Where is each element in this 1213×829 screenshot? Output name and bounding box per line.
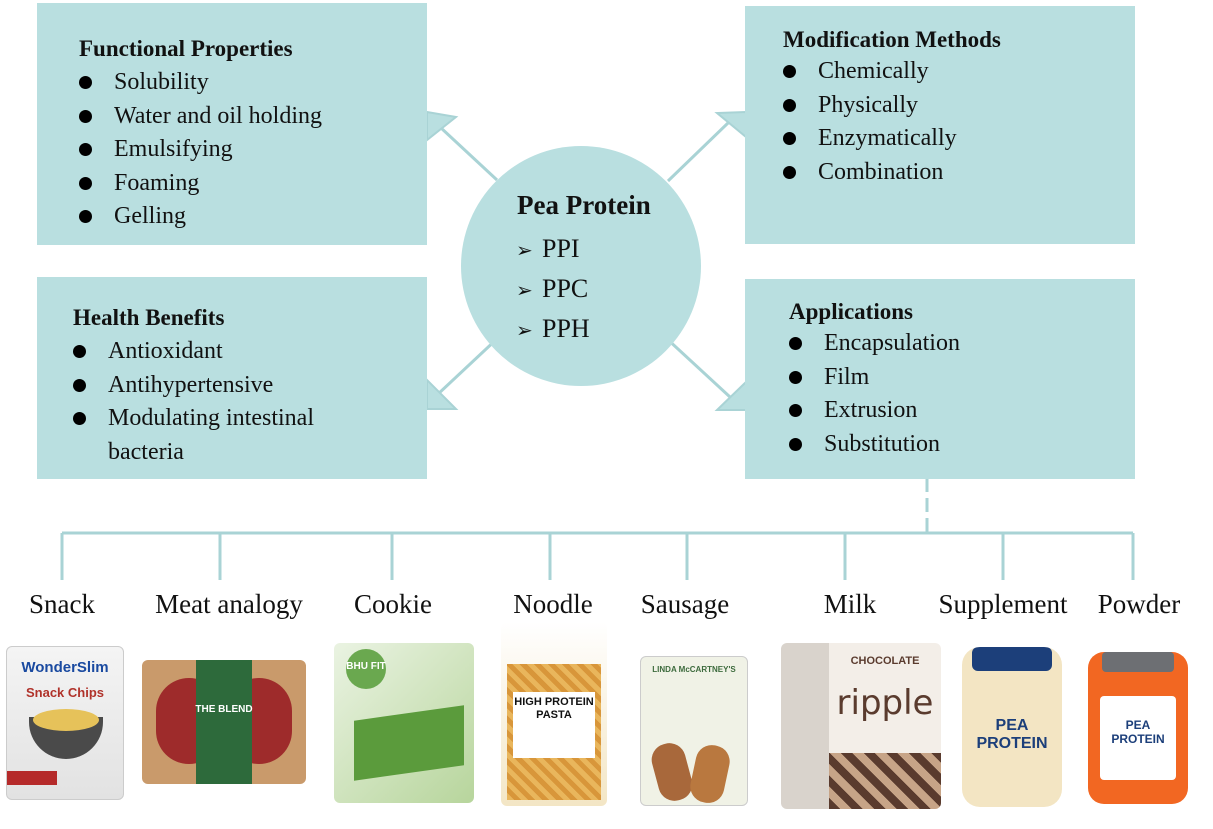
connector-functional <box>438 125 499 182</box>
category-label-noodle: Noodle <box>513 589 593 619</box>
list-item: Enzymatically <box>783 122 1135 156</box>
bullet-icon <box>79 210 92 223</box>
arrow-bullet-icon: ➢ <box>516 320 533 342</box>
category-label-powder: Powder <box>1097 589 1181 619</box>
powder-product-image: PEA PROTEIN <box>1088 652 1188 804</box>
bullet-icon <box>783 65 796 78</box>
list-item: Antioxidant <box>73 335 427 369</box>
bullet-icon <box>783 132 796 145</box>
arrow-bullet-icon: ➢ <box>516 280 533 302</box>
list-item: ➢PPI <box>516 230 590 270</box>
bullet-icon <box>783 98 796 112</box>
list-item: Foaming <box>79 167 427 201</box>
category-label-milk: Milk <box>823 589 877 619</box>
bullet-icon <box>789 404 802 417</box>
list-item: Gelling <box>79 200 427 234</box>
applications-title: Applications <box>789 299 913 324</box>
arrowhead-applications <box>714 379 747 411</box>
connector-health <box>435 334 502 397</box>
cookie-product-image: BHU FIT <box>334 643 474 803</box>
list-item: Solubility <box>79 66 427 100</box>
milk-product-image: CHOCOLATE ripple <box>781 643 941 809</box>
health-benefits-box: Health Benefits Antioxidant Antihyperten… <box>37 277 427 479</box>
modification-methods-title: Modification Methods <box>783 27 1001 52</box>
arrowhead-functional <box>426 110 459 143</box>
pea-protein-title: Pea Protein <box>517 190 651 220</box>
bullet-icon <box>79 143 92 156</box>
bullet-icon <box>783 165 796 179</box>
bullet-icon <box>79 109 92 123</box>
health-benefits-title: Health Benefits <box>73 305 225 330</box>
bullet-icon <box>789 437 802 451</box>
list-item: Emulsifying <box>79 133 427 167</box>
modification-methods-box: Modification Methods Chemically Physical… <box>745 6 1135 244</box>
list-item: Water and oil holding <box>79 100 427 134</box>
category-label-supplement: Supplement <box>938 589 1068 619</box>
list-item: Substitution <box>789 428 1135 462</box>
bullet-icon <box>789 337 802 350</box>
arrowhead-health <box>426 377 459 410</box>
connector-applications <box>663 335 732 399</box>
category-label-cookie: Cookie <box>354 589 432 619</box>
bullet-icon <box>79 76 92 89</box>
noodle-product-image: HIGH PROTEIN PASTA <box>501 622 607 806</box>
list-item: Extrusion <box>789 394 1135 428</box>
functional-properties-title: Functional Properties <box>79 36 293 61</box>
list-item: ➢PPH <box>516 310 590 350</box>
category-label-sausage: Sausage <box>640 589 730 619</box>
list-item: Combination <box>783 156 1135 190</box>
list-item: Modulating intestinal <box>73 402 427 436</box>
bullet-icon <box>73 412 86 425</box>
supplement-product-image: PEA PROTEIN <box>962 647 1062 807</box>
list-item: Chemically <box>783 55 1135 89</box>
meat-product-image: THE BLEND <box>142 660 306 784</box>
functional-properties-box: Functional Properties Solubility Water a… <box>37 3 427 245</box>
arrowhead-modification <box>714 110 747 140</box>
category-label-meat: Meat analogy <box>155 589 303 619</box>
list-item: Film <box>789 361 1135 395</box>
bullet-icon <box>73 345 86 358</box>
pea-protein-circle: Pea Protein ➢PPI ➢PPC ➢PPH <box>461 146 701 386</box>
connector-modification <box>666 121 730 183</box>
list-item: Encapsulation <box>789 327 1135 361</box>
list-item: Antihypertensive <box>73 369 427 403</box>
list-item: Physically <box>783 89 1135 123</box>
snack-product-image: WonderSlim Snack Chips <box>6 646 124 800</box>
category-label-snack: Snack <box>29 589 95 619</box>
arrow-bullet-icon: ➢ <box>516 240 533 262</box>
bullet-icon <box>73 378 86 392</box>
list-item: ➢PPC <box>516 270 590 310</box>
bullet-icon <box>789 370 802 384</box>
bullet-icon <box>79 176 92 190</box>
sausage-product-image: LINDA McCARTNEY'S <box>640 656 748 806</box>
applications-box: Applications Encapsulation Film Extrusio… <box>745 279 1135 479</box>
list-item: bacteria <box>108 438 184 465</box>
